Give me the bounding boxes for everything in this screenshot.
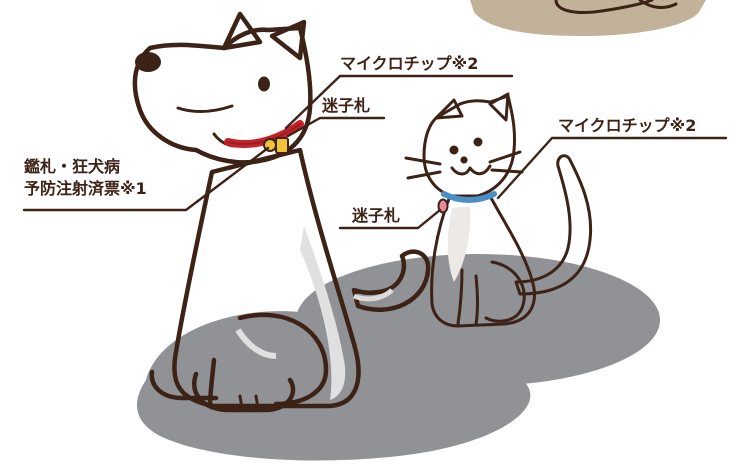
dog-body-shade bbox=[300, 226, 346, 400]
dog-ear-left bbox=[221, 11, 263, 51]
dog-tag-label-text: 迷子札 bbox=[322, 96, 371, 115]
dog-eye bbox=[258, 76, 270, 92]
dog-tag-label: 迷子札 bbox=[322, 95, 370, 117]
dog-mouth bbox=[176, 104, 234, 114]
dog-license-label: 鑑札・狂犬病 予防注射済票※1 bbox=[24, 156, 147, 200]
cat-tag-leader bbox=[338, 208, 442, 230]
dog-ear-right bbox=[269, 19, 307, 61]
cat-hind-leg bbox=[484, 260, 526, 323]
mat-shape bbox=[470, 0, 706, 36]
dog-microchip-label-text: マイクロチップ※2 bbox=[340, 54, 479, 73]
leader-lines bbox=[22, 74, 728, 230]
dog-tag-leader bbox=[286, 116, 386, 138]
dog-license-label-line2: 予防注射済票※1 bbox=[24, 179, 147, 198]
dog-nose bbox=[135, 52, 161, 72]
dog-microchip-leader bbox=[284, 74, 514, 130]
cat-head bbox=[422, 94, 516, 200]
dog-microchip-label: マイクロチップ※2 bbox=[340, 53, 478, 75]
cat-body bbox=[430, 194, 536, 328]
dog-license-label-line1: 鑑札・狂犬病 bbox=[24, 157, 121, 176]
cat-collar bbox=[441, 191, 497, 203]
cat-front-leg-right bbox=[474, 274, 479, 326]
cat-tag-label: 迷子札 bbox=[352, 205, 400, 227]
dog-paw-right bbox=[192, 371, 296, 413]
dog-toes bbox=[238, 394, 260, 410]
cat-tail bbox=[514, 154, 593, 296]
cat-mouth bbox=[450, 164, 492, 176]
dog-head bbox=[132, 25, 313, 165]
dog-front-leg-left bbox=[207, 357, 217, 409]
mat-tail-tip bbox=[638, 0, 678, 9]
cat-tag-label-text: 迷子札 bbox=[352, 206, 401, 225]
dog-hind-leg-shade bbox=[235, 328, 277, 359]
cat-front-leg-left bbox=[456, 268, 464, 326]
dog-hind-leg bbox=[237, 312, 329, 407]
cat-nose bbox=[460, 156, 468, 164]
mat-tail-outline bbox=[554, 0, 654, 14]
cat-microchip-leader bbox=[496, 136, 728, 200]
cat-ear-right bbox=[488, 92, 510, 122]
dog-body bbox=[172, 147, 361, 409]
cat-microchip-label: マイクロチップ※2 bbox=[558, 115, 696, 137]
cat-eye-left bbox=[449, 145, 459, 155]
cat-chest bbox=[447, 206, 471, 282]
cat-eye-right bbox=[473, 137, 483, 147]
mat bbox=[470, 0, 706, 36]
dog-tail-shade bbox=[353, 288, 394, 302]
dog-license-leader bbox=[22, 146, 270, 212]
dog bbox=[132, 11, 431, 413]
cat-ear-left bbox=[434, 98, 464, 120]
dog-license-tag bbox=[275, 137, 289, 154]
cat-whiskers-right bbox=[488, 150, 524, 174]
cat-whiskers-left bbox=[404, 156, 442, 180]
cat-microchip-label-text: マイクロチップ※2 bbox=[558, 116, 697, 135]
dog-paw-left bbox=[149, 369, 219, 401]
cat bbox=[404, 92, 593, 328]
dog-tail bbox=[351, 249, 431, 312]
